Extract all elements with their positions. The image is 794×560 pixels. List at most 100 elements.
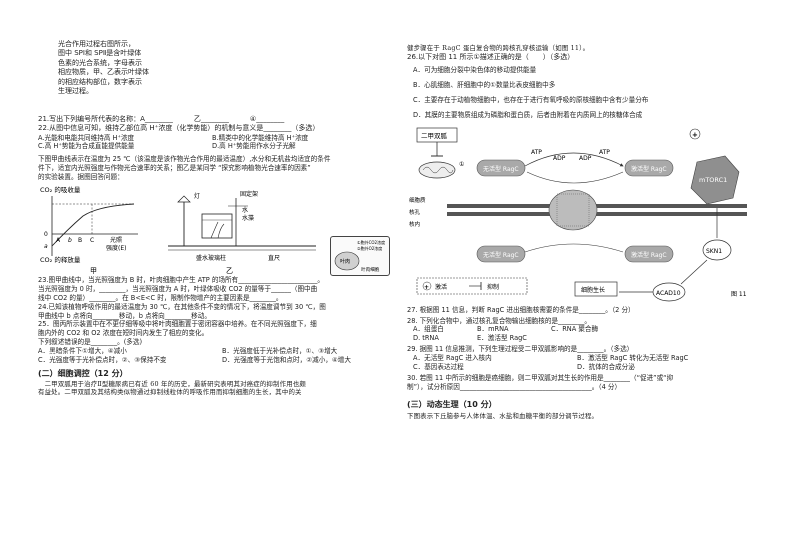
nucleus-label: 核内 bbox=[409, 220, 420, 228]
q29-options-row1: A．无活型 RagC 进入核内 B．激活型 RagC 转化为无活型 RagC bbox=[413, 354, 767, 363]
q29-options-row2: C．基因表达过程 D．抗体的合成分泌 bbox=[413, 363, 767, 372]
mtorc1-shape bbox=[690, 155, 740, 204]
q29-option-c[interactable]: C．基因表达过程 bbox=[413, 362, 464, 371]
point-B-label: B bbox=[78, 237, 82, 244]
q22-option-d[interactable]: D.高 H⁺势能用作水分子光解 bbox=[212, 142, 296, 151]
q29-option-d[interactable]: D．抗体的合成分泌 bbox=[577, 362, 635, 371]
skn1-label: SKN1 bbox=[706, 248, 722, 255]
q25-option-a[interactable]: A．黑暗条件下①增大，④减小 bbox=[38, 347, 127, 356]
q26-option-c[interactable]: C．主要存在于动植物细胞中，也存在于进行有氧呼吸的原核细胞中含有少量分布 bbox=[413, 95, 649, 104]
intro-line: 图中 SPⅠ和 SPⅡ是含叶绿体 bbox=[58, 49, 142, 58]
adp-label-1: ADP bbox=[553, 155, 566, 162]
q22-options-row1: A.光能和电能共同维持高 H⁺浓度 B.精类中的化学能维持高 H⁺浓度 bbox=[38, 134, 383, 143]
q24-line: 甲曲线中 b 点将向________移动，b 点将向________移动。 bbox=[38, 311, 211, 320]
nuclear-pore-label: 核孔 bbox=[409, 208, 421, 216]
point-a-label: a bbox=[44, 243, 48, 250]
passage-line: 的实验装置。据图回答问题： bbox=[38, 173, 124, 182]
q25-options-row1: A．黑暗条件下①增大，④减小 B．光强度低于光补偿点时，①、③增大 bbox=[38, 347, 383, 356]
figure-jia-caption: 甲 bbox=[90, 267, 97, 275]
cell-label: 叶肉细胞 bbox=[361, 266, 380, 273]
q25-option-b[interactable]: B．光强度低于光补偿点时，①、③增大 bbox=[222, 347, 338, 356]
acad10-label: ACAD10 bbox=[656, 290, 681, 297]
active-ragc-top-label: 激活型 RagC bbox=[631, 165, 667, 173]
lamp-label: 灯 bbox=[194, 192, 200, 200]
svg-text:+: + bbox=[692, 131, 698, 139]
metformin-label: 二甲双胍 bbox=[421, 131, 448, 140]
intro-line: 色素的光合系统，字母表示 bbox=[58, 58, 142, 67]
q29-option-a[interactable]: A．无活型 RagC 进入核内 bbox=[413, 354, 492, 363]
q23-line: 线中 CO2 的量）________。在 B<E<C 时，限制作物增产的主要因素… bbox=[38, 293, 283, 302]
figure-11: 二甲双胍 ① 无活型 RagC 激活型 RagC ATP ADP ADP ATP… bbox=[409, 127, 747, 301]
outside-o2-label: ②胞外O2浓度 bbox=[357, 245, 382, 251]
q30-line: 30. 若图 11 中所示的细胞是癌细胞，则二甲双胍对其生长的作用是______… bbox=[407, 373, 674, 382]
q28-option-d[interactable]: D. tRNA bbox=[413, 334, 439, 343]
q26-option-a[interactable]: A．可为细胞分裂中染色体的移动提供能量 bbox=[413, 66, 537, 75]
section-2-text: 二甲双胍用于治疗Ⅱ型糖尿病已有近 60 年的历史，最新研究表明其对癌症的抑制作用… bbox=[38, 379, 306, 388]
right-top-line: 健步骤在于 RagC 蛋白复合物的跨核孔穿核运输（如图 11）。 bbox=[407, 44, 590, 52]
section-2-title: (二）细胞调控（12 分） bbox=[38, 368, 128, 378]
figure-apparatus-yi: 灯 固定架 水 水藻 盛水玻璃柱 直尺 乙 bbox=[168, 190, 316, 275]
q28-option-a[interactable]: A．组蛋白 bbox=[413, 325, 444, 334]
q28-option-c[interactable]: C．RNA 聚合酶 bbox=[551, 325, 599, 334]
question-22: 22.从图中信息可知，维持乙部位高 H⁺浓度（化学势能）的机制与意义是_____… bbox=[38, 124, 320, 133]
figure-row: CO₂ 的吸收量 0 a A b B C 光照 强度(E) CO₂ 的释放量 甲 bbox=[38, 184, 390, 276]
question-21: 21.写出下列编号所代表的名称：A________ 乙________ ④___… bbox=[38, 114, 285, 123]
q25-option-d[interactable]: D．光强度等于光饱和点时，②减小，④增大 bbox=[222, 355, 351, 364]
point-b-label: b bbox=[68, 237, 72, 244]
cytoplasm-label: 细胞质 bbox=[409, 196, 426, 204]
q28-option-e[interactable]: E．激活型 RagC bbox=[477, 334, 527, 343]
intro-line: 的相应结构部位，数字表示 bbox=[58, 77, 142, 86]
q26-option-d[interactable]: D．其膜的主要物质组成为磷脂和蛋白质，后者由附着在内质网上的核糖体合成 bbox=[413, 110, 643, 119]
circle-1-label: ① bbox=[459, 161, 464, 168]
q22-option-b[interactable]: B.精类中的化学能维持高 H⁺浓度 bbox=[212, 133, 309, 142]
section-2-text: 有益处。二甲双胍及其结构类似物通过抑制线粒体的呼吸作用而抑制细胞的生长，其中的关 bbox=[38, 388, 302, 397]
legend-activate: 激活 bbox=[435, 283, 447, 291]
inactive-ragc-top-label: 无活型 RagC bbox=[483, 165, 519, 173]
active-ragc-bottom-label: 激活型 RagC bbox=[631, 251, 667, 259]
atp-label-1: ATP bbox=[531, 149, 542, 156]
legend-inhibit: 抑制 bbox=[487, 283, 499, 291]
mtorc1-label: mTORC1 bbox=[699, 176, 727, 184]
cell-growth-box bbox=[574, 281, 618, 296]
svg-text:+: + bbox=[424, 284, 429, 291]
inactive-ragc-top bbox=[476, 159, 526, 176]
q22-option-a[interactable]: A.光能和电能共同维持高 H⁺浓度 bbox=[38, 133, 135, 142]
q29-option-b[interactable]: B．激活型 RagC 转化为无活型 RagC bbox=[577, 354, 689, 363]
adp-label-2: ADP bbox=[579, 155, 592, 162]
q25-options-row2: C．光强度等于光补偿点时，②、③保持不变 D．光强度等于光饱和点时，②减小，④增… bbox=[38, 356, 383, 365]
nuclear-membrane-inner bbox=[447, 211, 747, 216]
question-26: 26.以下对图 11 所示①描述正确的是（ ）（多选） bbox=[407, 52, 575, 61]
passage-line: 件下，适宜内光照强度与作物光合速率的关系；图乙是某同学 “探究影响植物光合速率的… bbox=[38, 164, 311, 173]
nuclear-membrane-outer bbox=[447, 203, 747, 208]
q23-line: 23.图甲曲线中，当光照强度为 B 时，叶肉细胞中产生 ATP 的场所有____… bbox=[38, 275, 324, 284]
stand-label: 固定架 bbox=[240, 190, 258, 198]
tube-label: 盛水玻璃柱 bbox=[196, 254, 226, 262]
intro-block: 光合作用过程右图所示， 图中 SPⅠ和 SPⅡ是含叶绿体 色素的光合系统，字母表… bbox=[58, 40, 218, 97]
light-intensity-label: 强度(E) bbox=[106, 244, 126, 252]
inactive-ragc-bottom bbox=[476, 245, 526, 262]
q22-option-c[interactable]: C.高 H⁺势能为合成直能提供能量 bbox=[38, 142, 135, 151]
point-C-label: C bbox=[90, 237, 94, 244]
outside-co2-label: ①胞外CO2浓度 bbox=[357, 239, 385, 245]
left-column: 光合作用过程右图所示， 图中 SPⅠ和 SPⅡ是含叶绿体 色素的光合系统，字母表… bbox=[38, 40, 390, 397]
q28-option-b[interactable]: B．mRNA bbox=[477, 325, 509, 334]
algae-label: 水藻 bbox=[242, 214, 254, 222]
question-28: 28. 下列化合物中，通过核孔复合物输出细胞核的是________。 bbox=[407, 316, 592, 325]
q30-line: 制”），试分析原因_______________________________… bbox=[407, 382, 622, 391]
active-ragc-bottom bbox=[624, 245, 674, 262]
section-3-text: 下图表示下丘脑参与人体体温、水盐和血糖平衡的部分调节过程。 bbox=[407, 412, 599, 421]
cell-core-label: 叶肉 bbox=[340, 258, 350, 265]
q28-options-row1: A．组蛋白 B．mRNA C．RNA 聚合酶 bbox=[413, 325, 767, 334]
q25-option-c[interactable]: C．光强度等于光补偿点时，②、③保持不变 bbox=[38, 355, 167, 364]
active-ragc-top bbox=[624, 159, 674, 176]
cell-diagram: 叶肉 ①胞外CO2浓度 ②胞外O2浓度 叶肉细胞 bbox=[334, 239, 385, 273]
figure-curve-jia: CO₂ 的吸收量 0 a A b B C 光照 强度(E) CO₂ 的释放量 甲 bbox=[40, 185, 138, 275]
intro-line: 光合作用过程右图所示， bbox=[58, 40, 135, 48]
q25-line: 下列叙述错误的是________。(多选) bbox=[38, 338, 143, 347]
q26-option-b[interactable]: B．心肌细胞、肝细胞中的①数量比表皮细胞中多 bbox=[413, 80, 556, 89]
figure-cell-bing: 叶肉 ①胞外CO2浓度 ②胞外O2浓度 叶肉细胞 bbox=[330, 235, 390, 276]
q24-line: 24.已知该植物呼吸作用的最适温度为 30 ℃，在其他条件不变的情况下，将温度调… bbox=[38, 302, 326, 311]
question-29: 29. 据图 11 信息推测，下列生理过程受二甲双胍影响的是________。（… bbox=[407, 345, 634, 354]
figure-11-caption: 图 11 bbox=[731, 291, 747, 298]
